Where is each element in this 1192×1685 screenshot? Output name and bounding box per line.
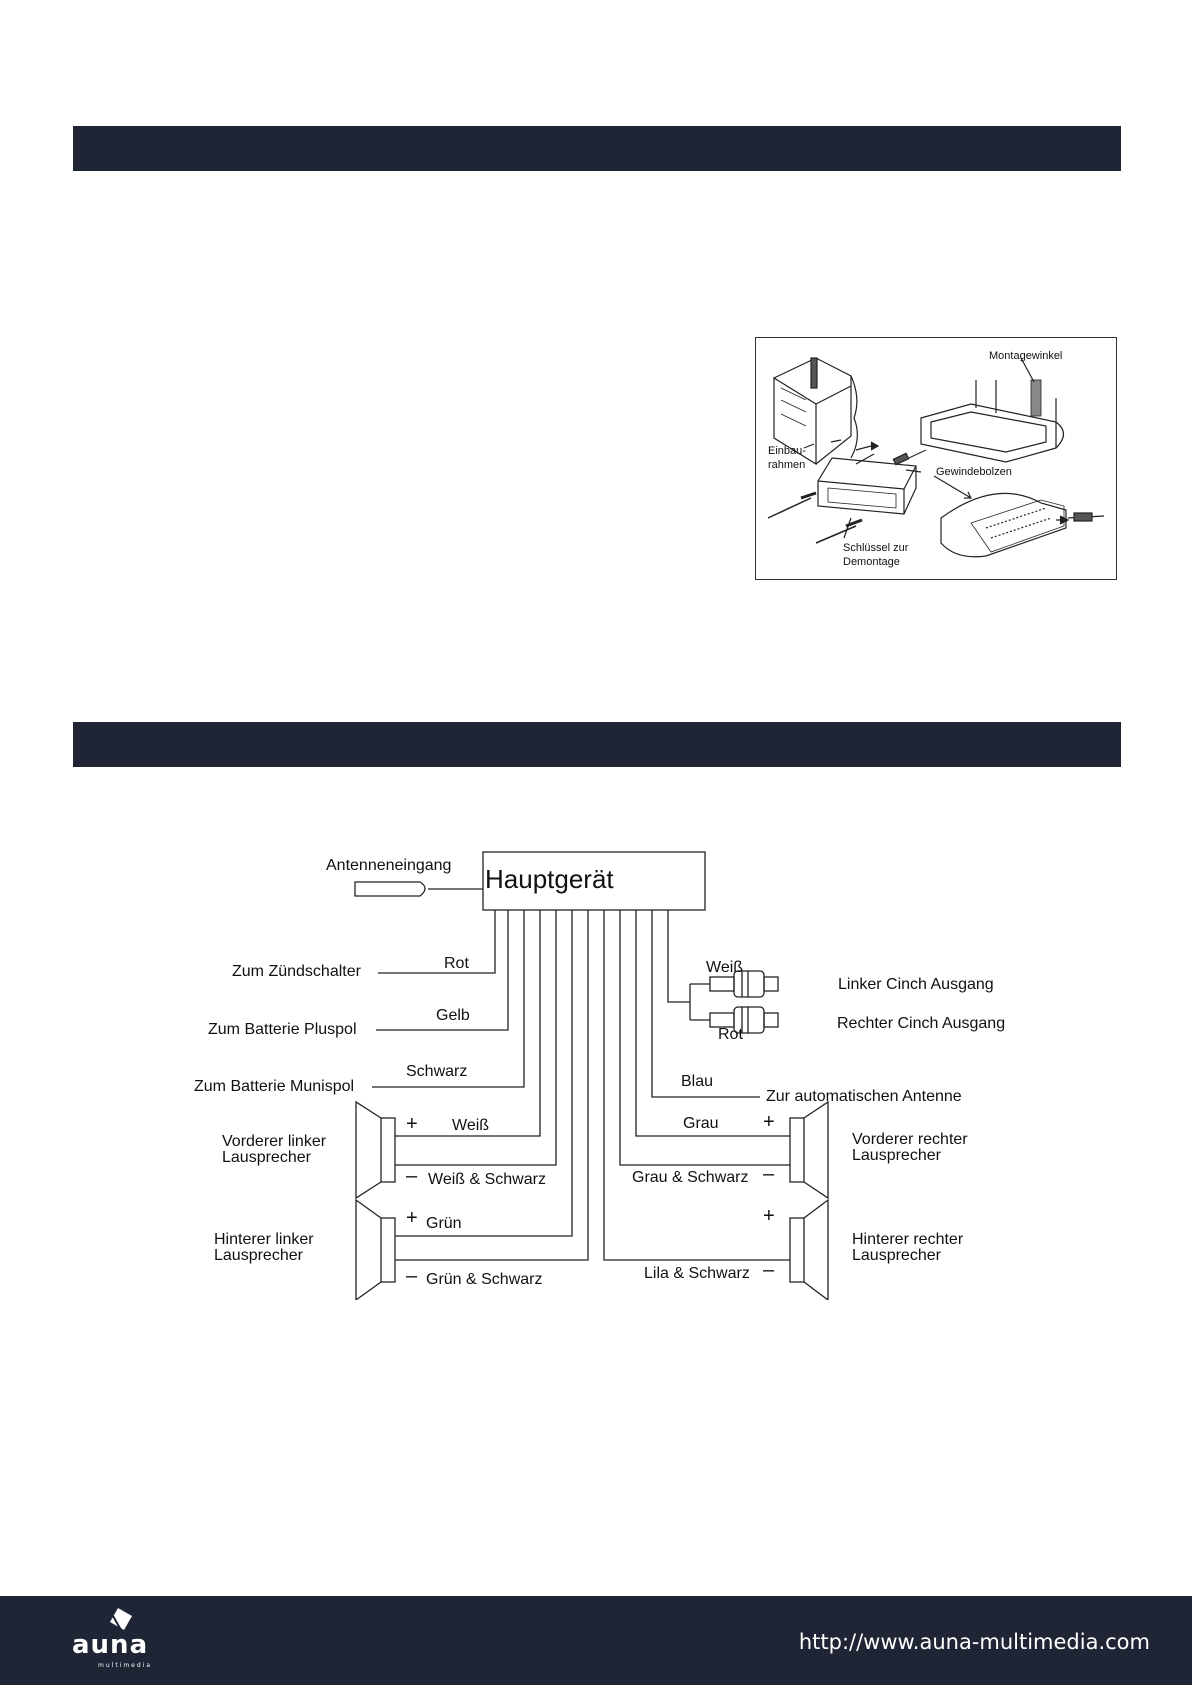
label-mounting-frame: Einbau- rahmen xyxy=(768,445,806,471)
rear-right-minus-wire-label: Lila & Schwarz xyxy=(644,1265,750,1282)
front-right-plus-sign: + xyxy=(763,1111,775,1133)
front-left-minus-wire-label: Weiß & Schwarz xyxy=(428,1171,546,1188)
battery-plus-wire-label: Gelb xyxy=(436,1007,470,1024)
auto-antenna-wire-label: Blau xyxy=(681,1073,714,1090)
rca-right-output-label: Rechter Cinch Ausgang xyxy=(837,1015,1006,1032)
antenna-input-label: Antenneneingang xyxy=(326,857,452,874)
ignition-label: Zum Zündschalter xyxy=(232,963,361,980)
rear-left-plus-sign: + xyxy=(406,1207,418,1229)
rear-left-minus-sign: – xyxy=(406,1265,418,1287)
logo-word: auna xyxy=(72,1630,149,1660)
battery-minus-label: Zum Batterie Munispol xyxy=(194,1078,355,1095)
label-mounting-bracket: Montagewinkel xyxy=(989,350,1063,362)
section-header-bar-installation xyxy=(73,126,1121,171)
front-left-minus-sign: – xyxy=(406,1165,418,1187)
logo-subtext: multimedia xyxy=(98,1662,153,1669)
label-removal-key: Schlüssel zur Demontage xyxy=(843,542,909,568)
battery-minus-wire-label: Schwarz xyxy=(406,1063,468,1080)
auna-logo-icon xyxy=(110,1608,132,1631)
front-right-plus-wire-label: Grau xyxy=(683,1115,719,1132)
front-right-minus-sign: – xyxy=(763,1163,775,1185)
front-left-plus-sign: + xyxy=(406,1113,418,1135)
rca-red-wire-label: Rot xyxy=(718,1026,743,1043)
front-right-speaker-label: Vorderer rechter Lausprecher xyxy=(852,1131,968,1164)
front-right-minus-wire-label: Grau & Schwarz xyxy=(632,1169,749,1186)
installation-drawing xyxy=(767,357,1105,558)
section-header-bar-wiring xyxy=(73,722,1121,767)
wiring-lines xyxy=(354,851,829,1300)
rear-right-speaker-label: Hinterer rechter Lausprecher xyxy=(852,1231,964,1264)
rear-right-plus-sign: + xyxy=(763,1205,775,1227)
footer: auna multimedia http://www.auna-multimed… xyxy=(0,1596,1192,1685)
footer-url-link[interactable]: http://www.auna-multimedia.com xyxy=(798,1630,1150,1654)
rca-white-wire-label: Weiß xyxy=(706,959,744,976)
rear-left-minus-wire-label: Grün & Schwarz xyxy=(426,1271,543,1288)
front-left-plus-wire-label: Weiß xyxy=(452,1117,490,1134)
installation-figure: Montagewinkel Einbau- rahmen Gewindebolz… xyxy=(755,337,1117,580)
rca-left-output-label: Linker Cinch Ausgang xyxy=(838,976,994,993)
rear-right-minus-sign: – xyxy=(763,1259,775,1281)
ignition-wire-label: Rot xyxy=(444,955,469,972)
rear-left-plus-wire-label: Grün xyxy=(426,1215,462,1232)
auto-antenna-label: Zur automatischen Antenne xyxy=(766,1088,962,1105)
rear-left-speaker-label: Hinterer linker Lausprecher xyxy=(214,1231,314,1264)
battery-plus-label: Zum Batterie Pluspol xyxy=(208,1021,357,1038)
wiring-diagram: Hauptgerät Antenneneingang Zum Zündschal… xyxy=(180,840,1040,1300)
main-unit-label: Hauptgerät xyxy=(485,864,614,894)
front-left-speaker-label: Vorderer linker Lausprecher xyxy=(222,1133,327,1166)
label-threaded-bolt: Gewindebolzen xyxy=(936,466,1012,478)
